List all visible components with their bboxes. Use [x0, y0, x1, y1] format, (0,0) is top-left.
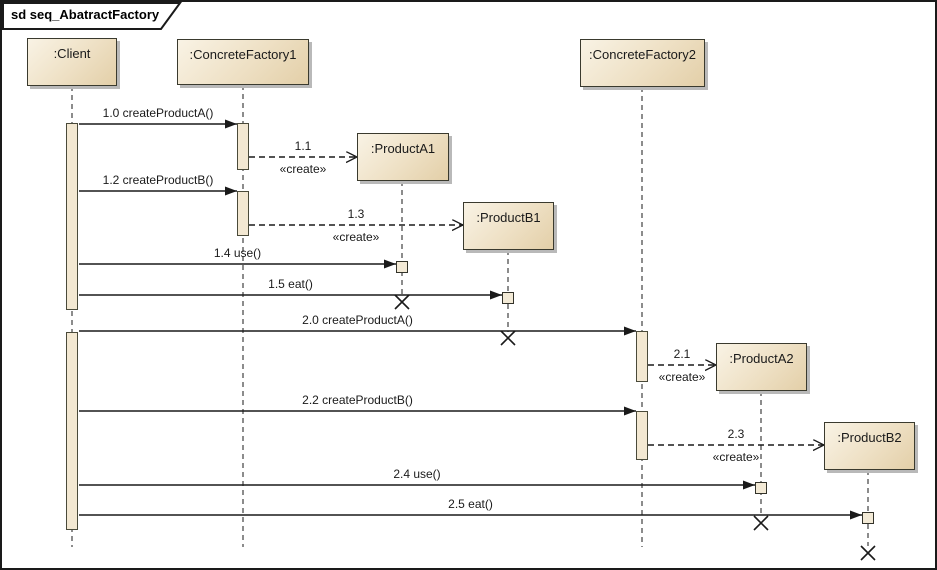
message-label-2.1: 2.1 [673, 347, 691, 361]
message-label-2.4: 2.4 use() [393, 467, 441, 481]
lifeline-head-product-b2[interactable]: :ProductB2 [824, 422, 915, 470]
message-label-1.4: 1.4 use() [213, 246, 262, 260]
execution-square-product-a1[interactable] [396, 261, 408, 273]
lifeline-label: :ProductA1 [370, 141, 436, 156]
message-label-2.5: 2.5 eat() [448, 497, 493, 511]
lifeline-head-product-b1[interactable]: :ProductB1 [463, 202, 554, 250]
destroy-x-product-b1 [500, 330, 516, 346]
lifeline-head-concrete-factory-2[interactable]: :ConcreteFactory2 [580, 39, 705, 87]
message-stereotype-2.1: «create» [658, 370, 706, 384]
activation-bar-concrete-factory-2[interactable] [636, 331, 648, 382]
message-label-1.2: 1.2 createProductB() [102, 173, 214, 187]
lifeline-label: :ProductB2 [837, 430, 902, 445]
activation-bar-concrete-factory-2[interactable] [636, 411, 648, 460]
message-label-1.3: 1.3 [347, 207, 365, 221]
frame-title: sd seq_AbatractFactory [11, 7, 160, 22]
message-label-1.5: 1.5 eat() [268, 277, 313, 291]
lifeline-label: :ProductA2 [729, 351, 794, 366]
destroy-x-product-a2 [753, 515, 769, 531]
execution-square-product-b1[interactable] [502, 292, 514, 304]
lifeline-label: :ConcreteFactory2 [589, 47, 696, 62]
activation-bar-concrete-factory-1[interactable] [237, 191, 249, 236]
message-label-2.2: 2.2 createProductB() [302, 393, 413, 407]
destroy-x-product-b2 [860, 545, 876, 561]
message-label-2.0: 2.0 createProductA() [302, 313, 413, 327]
lifeline-label: :ConcreteFactory1 [189, 47, 297, 62]
message-label-1.0: 1.0 createProductA() [102, 106, 214, 120]
message-stereotype-1.1: «create» [279, 162, 327, 176]
lifeline-head-client[interactable]: :Client [27, 38, 117, 86]
lifeline-label: :Client [53, 46, 91, 61]
destroy-x-product-a1 [394, 294, 410, 310]
lifeline-head-product-a2[interactable]: :ProductA2 [716, 343, 807, 391]
execution-square-product-b2[interactable] [862, 512, 874, 524]
activation-bar-client[interactable] [66, 123, 78, 310]
lifeline-head-product-a1[interactable]: :ProductA1 [357, 133, 449, 181]
activation-bar-concrete-factory-1[interactable] [237, 123, 249, 170]
execution-square-product-a2[interactable] [755, 482, 767, 494]
frame-title-tab [2, 2, 182, 30]
activation-bar-client[interactable] [66, 332, 78, 530]
message-label-2.3: 2.3 [727, 427, 745, 441]
message-label-1.1: 1.1 [294, 139, 312, 153]
lifeline-head-concrete-factory-1[interactable]: :ConcreteFactory1 [177, 39, 309, 85]
message-stereotype-2.3: «create» [712, 450, 760, 464]
message-stereotype-1.3: «create» [332, 230, 380, 244]
lifeline-label: :ProductB1 [476, 210, 541, 225]
